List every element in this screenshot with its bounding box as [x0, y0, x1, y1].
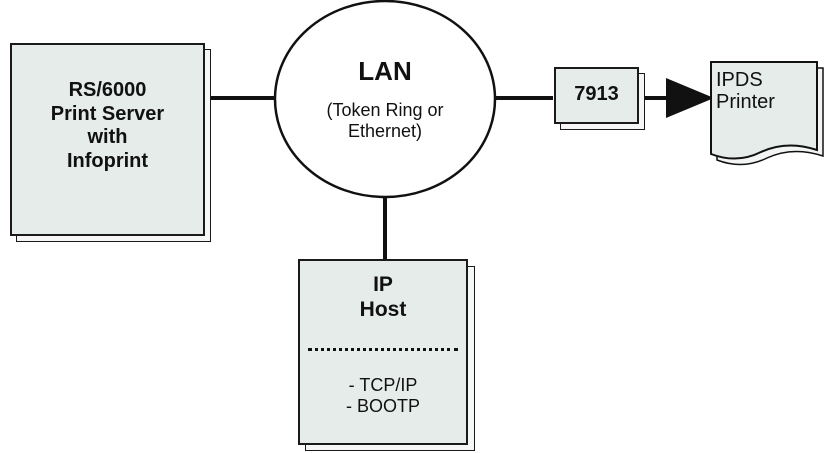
printer-label: IPDS Printer — [716, 69, 775, 113]
lan-subtitle-line-1: (Token Ring or — [326, 100, 444, 120]
host-protocol-2: - BOOTP — [345, 396, 420, 417]
printer-shape — [710, 61, 818, 160]
server-line-4: Infoprint — [66, 149, 149, 172]
host-protocols: - TCP/IP - BOOTP — [300, 375, 466, 417]
host-title-line-2: Host — [359, 297, 407, 321]
server-line-3: with — [87, 126, 128, 149]
converter-label: 7913 — [574, 83, 619, 105]
server-line-1: RS/6000 — [68, 79, 147, 101]
host-title-line-1: IP — [373, 273, 393, 296]
host-divider — [308, 348, 458, 351]
converter-box: 7913 — [554, 67, 639, 124]
host-title: IP Host — [300, 273, 466, 323]
printer-line-1: IPDS — [716, 69, 763, 91]
server-label: RS/6000 Print Server with Infoprint — [12, 79, 203, 173]
host-box: IP Host - TCP/IP - BOOTP — [298, 259, 468, 445]
lan-title: LAN — [358, 56, 412, 86]
server-box: RS/6000 Print Server with Infoprint — [10, 43, 205, 236]
server-line-2: Print Server — [50, 102, 165, 125]
host-protocol-1: - TCP/IP — [348, 375, 418, 395]
lan-subtitle-line-2: Ethernet) — [347, 121, 423, 142]
lan-ellipse — [273, 0, 497, 199]
lan-subtitle: (Token Ring or Ethernet) — [295, 100, 475, 142]
printer-line-2: Printer — [716, 91, 775, 113]
